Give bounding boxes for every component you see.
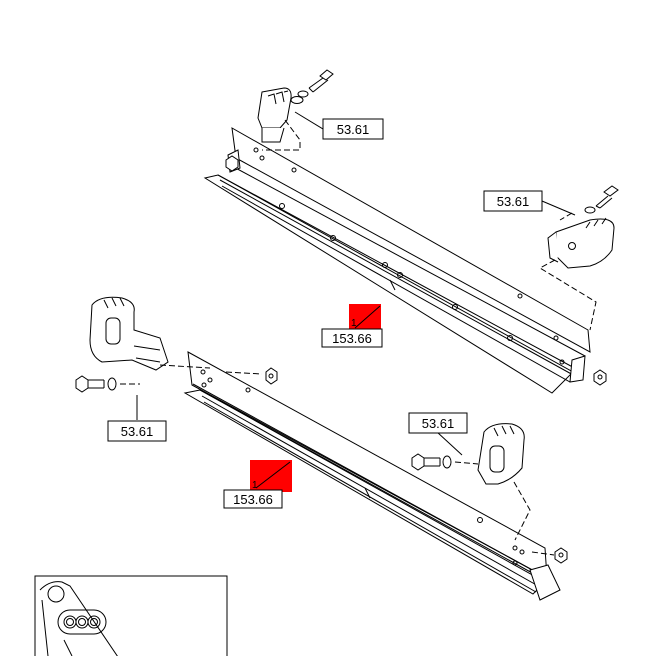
callout-upper-bracket-top[interactable]: 53.61	[322, 118, 384, 140]
lower-deflector-marker[interactable]: 1	[250, 460, 292, 492]
upper-right-bracket	[547, 217, 615, 269]
lower-left-bolt	[75, 375, 117, 393]
callout-lower-bracket-left[interactable]: 53.61	[107, 420, 167, 442]
svg-text:53.61: 53.61	[337, 122, 370, 137]
callout-upper-bracket-right[interactable]: 53.61	[483, 190, 543, 212]
upper-deflector-strip	[203, 127, 607, 394]
callout-lower-deflector[interactable]: 153.66	[223, 489, 283, 509]
callout-lower-bracket-right[interactable]: 53.61	[408, 412, 468, 434]
upper-right-bolt	[584, 185, 619, 214]
svg-text:153.66: 153.66	[233, 492, 273, 507]
lower-right-bolt	[411, 453, 452, 471]
lower-left-nut	[265, 367, 278, 385]
inset-view	[34, 575, 228, 656]
callout-upper-deflector[interactable]: 153.66	[321, 328, 383, 348]
upper-deflector-marker[interactable]: 1	[349, 304, 381, 330]
lower-deflector-marker-text: 1	[252, 480, 258, 491]
svg-text:53.61: 53.61	[422, 416, 455, 431]
svg-text:153.66: 153.66	[332, 331, 372, 346]
upper-deflector-holes	[253, 147, 565, 365]
svg-text:53.61: 53.61	[121, 424, 154, 439]
lower-deflector-strip	[183, 351, 568, 601]
upper-left-bracket	[257, 87, 292, 143]
upper-left-bolt	[290, 69, 334, 104]
lower-deflector-holes	[200, 369, 525, 566]
svg-text:53.61: 53.61	[497, 194, 530, 209]
lower-left-bracket	[89, 296, 169, 371]
lower-right-bracket	[477, 423, 525, 485]
upper-deflector-marker-text: 1	[351, 318, 357, 329]
